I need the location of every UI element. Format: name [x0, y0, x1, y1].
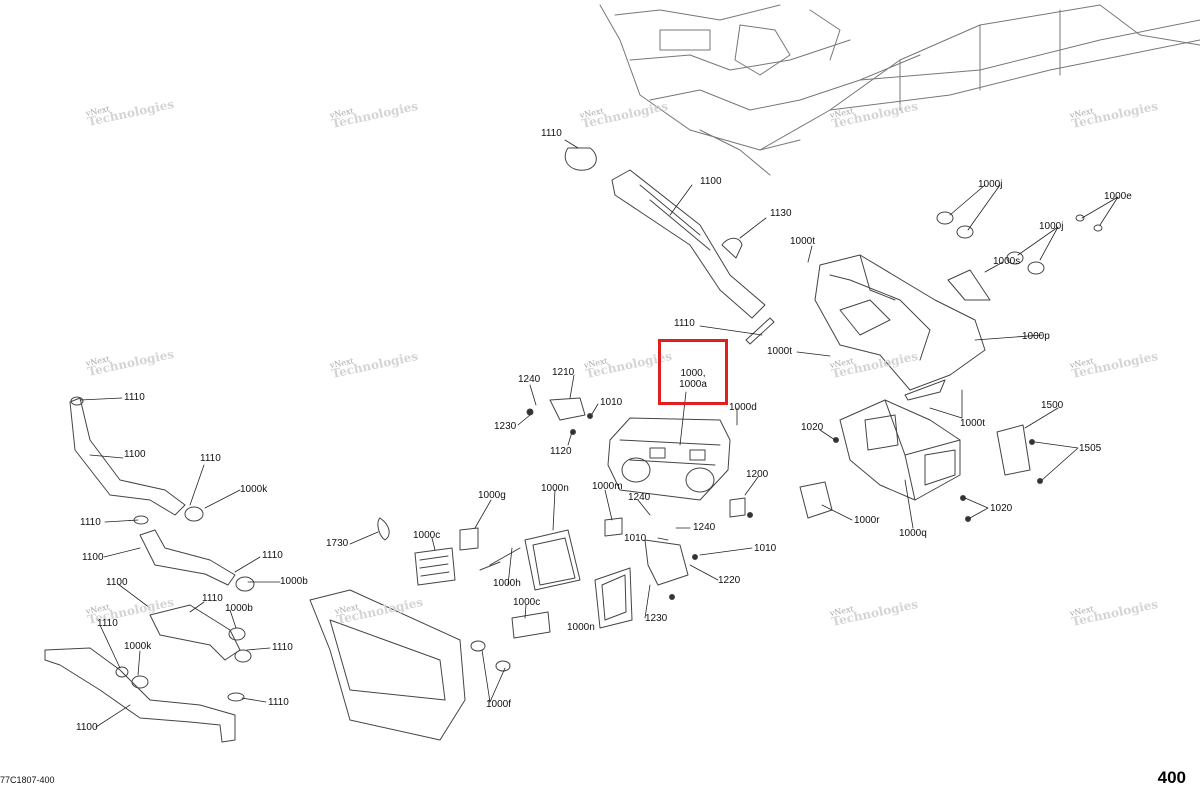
- callout-label: 1230: [494, 421, 517, 432]
- callout-label: 1100: [700, 176, 722, 187]
- callout-label: 1120: [550, 446, 572, 457]
- callout-label: 1100: [106, 577, 128, 588]
- callout-label: 1100: [124, 449, 146, 460]
- callout-label: 1020: [990, 503, 1013, 514]
- page-number: 400: [1157, 768, 1186, 787]
- highlighted-callout-label: 1000, 1000a: [679, 368, 707, 390]
- callout-label: 1210: [552, 367, 575, 378]
- callout-label: 1110: [674, 318, 695, 329]
- upper-duct-assembly: [564, 147, 775, 345]
- vehicle-frame: [599, 4, 1200, 176]
- callout-label: 1000n: [541, 483, 569, 494]
- callout-label: 1000t: [960, 418, 986, 429]
- callout-label: 1010: [624, 533, 647, 544]
- callout-label: 1000c: [413, 530, 441, 541]
- blower-motor: [607, 417, 731, 501]
- callout-label: 1200: [746, 469, 769, 480]
- callout-label: 1000n: [567, 622, 595, 633]
- callout-label: 1000r: [854, 515, 880, 526]
- callout-label: 1240: [628, 492, 651, 503]
- callout-label: 1230: [645, 613, 668, 624]
- actuator-and-plate: [799, 424, 1043, 522]
- callout-label: 1000k: [124, 641, 152, 652]
- callout-label: 1000b: [225, 603, 253, 614]
- callout-label: 1000j: [978, 179, 1003, 190]
- callout-label: 1130: [770, 208, 792, 219]
- callout-label: 1505: [1079, 443, 1102, 454]
- housing-lower: [839, 399, 961, 501]
- callout-label: 1110: [200, 453, 221, 464]
- callout-label: 1110: [541, 128, 562, 139]
- highlighted-callout-box[interactable]: 1000, 1000a: [658, 339, 728, 405]
- callout-label: 1110: [268, 697, 289, 708]
- callout-label: 1110: [124, 392, 145, 403]
- callout-label: 1000j: [1039, 221, 1064, 232]
- callout-label: 1110: [262, 550, 283, 561]
- callout-label: 1000t: [767, 346, 793, 357]
- callout-label: 1000s: [993, 256, 1021, 267]
- callout-label: 1000m: [592, 481, 623, 492]
- callout-label: 1110: [272, 642, 293, 653]
- callout-label: 1100: [82, 552, 104, 563]
- lower-components: [377, 497, 753, 672]
- callout-label: 1240: [693, 522, 716, 533]
- callout-label: 1110: [80, 517, 101, 528]
- callout-label: 1000e: [1104, 191, 1132, 202]
- left-duct-assemblies: [44, 396, 255, 743]
- bracket: [526, 397, 593, 435]
- callout-label: 1730: [326, 538, 349, 549]
- callout-label: 1000t: [790, 236, 816, 247]
- callout-label: 1110: [97, 618, 118, 629]
- callout-label: 1240: [518, 374, 541, 385]
- callout-label: 1110: [202, 593, 223, 604]
- callout-label: 1000f: [486, 699, 512, 710]
- callout-label: 1020: [801, 422, 824, 433]
- callout-label: 1000p: [1022, 331, 1050, 342]
- callout-label: 1000g: [478, 490, 506, 501]
- callout-label: 1010: [600, 397, 623, 408]
- callout-label: 1500: [1041, 400, 1064, 411]
- drawing-code: 77C1807-400: [0, 775, 55, 785]
- duct-adapters: [936, 211, 1103, 301]
- callout-label: 1000k: [240, 484, 268, 495]
- callout-label: 1000d: [729, 402, 757, 413]
- leader-lines: [79, 139, 1119, 728]
- callout-label: 1000b: [280, 576, 308, 587]
- callout-label: 1000q: [899, 528, 927, 539]
- callout-label: 1010: [754, 543, 777, 554]
- callout-label: 1000h: [493, 578, 521, 589]
- callout-label: 1220: [718, 575, 741, 586]
- side-panel: [309, 589, 466, 741]
- callout-label: 1100: [76, 722, 98, 733]
- housing-upper: [814, 254, 986, 401]
- callout-label: 1000c: [513, 597, 541, 608]
